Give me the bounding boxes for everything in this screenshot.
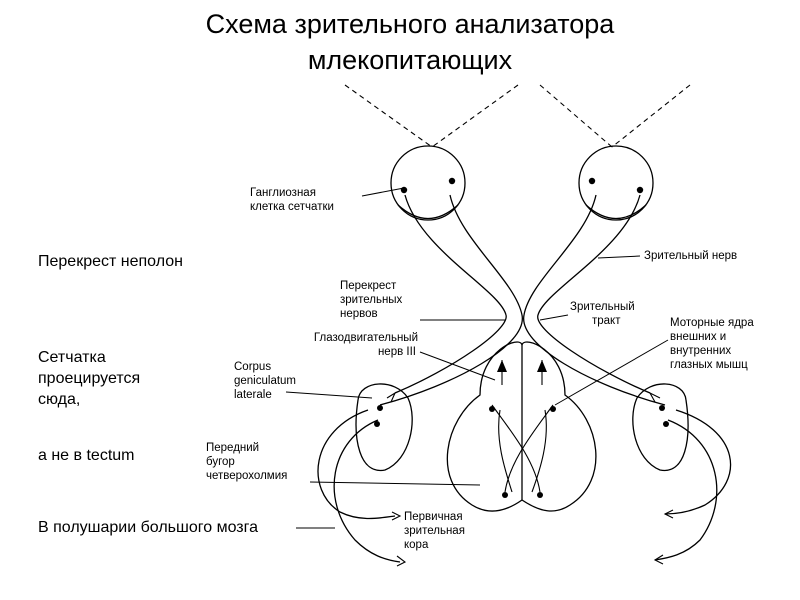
note-retina-projects: Сетчатка проецируется сюда, xyxy=(38,347,140,410)
label-colliculus-line-1: Передний xyxy=(206,442,260,454)
title-line-1: Схема зрительного анализатора xyxy=(205,9,615,39)
optic-nerve-tracts xyxy=(379,194,666,406)
visual-field-lines xyxy=(344,84,691,148)
label-optic-tract: Зрительный тракт xyxy=(570,300,635,328)
label-lgn: Corpus geniculatum laterale xyxy=(234,360,296,402)
label-superior-colliculus: Передний бугор четверохолмия xyxy=(206,441,287,483)
cell-dots xyxy=(374,177,669,498)
note-retina-line-3: сюда, xyxy=(38,391,81,408)
label-cortex-line-3: кора xyxy=(404,539,429,551)
title-line-2: млекопитающих xyxy=(307,45,513,75)
label-motor-line-4: глазных мышц xyxy=(670,359,748,371)
cortex-projection-left xyxy=(317,409,401,563)
note-retina-line-2: проецируется xyxy=(38,370,141,387)
label-motor-line-3: внутренних xyxy=(670,345,732,357)
label-lgn-line-3: laterale xyxy=(234,389,272,401)
label-oculomotor: Глазодвигательный нерв III xyxy=(283,331,418,359)
label-motor-line-1: Моторные ядра xyxy=(670,317,754,329)
lgn-left xyxy=(355,383,413,472)
label-motor-nuclei: Моторные ядра внешних и внутренних глазн… xyxy=(670,316,754,372)
label-ganglion-cell: Ганглиозная клетка сетчатки xyxy=(250,186,334,214)
note-retina-line-1: Сетчатка xyxy=(38,349,106,366)
label-cortex-line-2: зрительная xyxy=(404,525,465,537)
label-oculomotor-line-1: Глазодвигательный xyxy=(313,332,418,344)
page-title: Схема зрительного анализатора млекопитаю… xyxy=(150,6,670,78)
note-not-tectum: а не в tectum xyxy=(38,447,135,464)
label-chiasm-line-3: нервов xyxy=(340,308,378,320)
cortex-projection-right xyxy=(654,409,732,561)
label-chiasm-line-1: Перекрест xyxy=(340,280,397,292)
note-hemispheres: В полушарии большого мозга xyxy=(38,519,258,536)
left-eye xyxy=(390,145,466,221)
leader-lines xyxy=(285,187,669,529)
midbrain xyxy=(446,341,597,512)
label-ganglion-line-2: клетка сетчатки xyxy=(250,201,334,213)
label-colliculus-line-2: бугор xyxy=(206,456,235,468)
midbrain-arrows xyxy=(497,360,547,372)
label-lgn-line-2: geniculatum xyxy=(234,375,297,387)
note-incomplete-chiasm: Перекрест неполон xyxy=(38,253,183,270)
label-optic-tract-line-2: тракт xyxy=(592,315,621,327)
fiber-endings xyxy=(386,391,674,567)
label-oculomotor-line-2: нерв III xyxy=(377,346,416,358)
label-optic-nerve: Зрительный нерв xyxy=(644,250,738,262)
label-cortex-line-1: Первичная xyxy=(404,511,463,523)
label-ganglion-line-1: Ганглиозная xyxy=(250,187,316,199)
label-lgn-line-1: Corpus xyxy=(234,361,272,373)
label-chiasm: Перекрест зрительных нервов xyxy=(340,279,402,321)
label-visual-cortex: Первичная зрительная кора xyxy=(404,510,465,552)
label-motor-line-2: внешних и xyxy=(670,331,727,343)
label-chiasm-line-2: зрительных xyxy=(340,294,403,306)
lgn-right xyxy=(632,383,689,472)
label-optic-tract-line-1: Зрительный xyxy=(570,301,635,313)
label-colliculus-line-3: четверохолмия xyxy=(206,470,288,482)
